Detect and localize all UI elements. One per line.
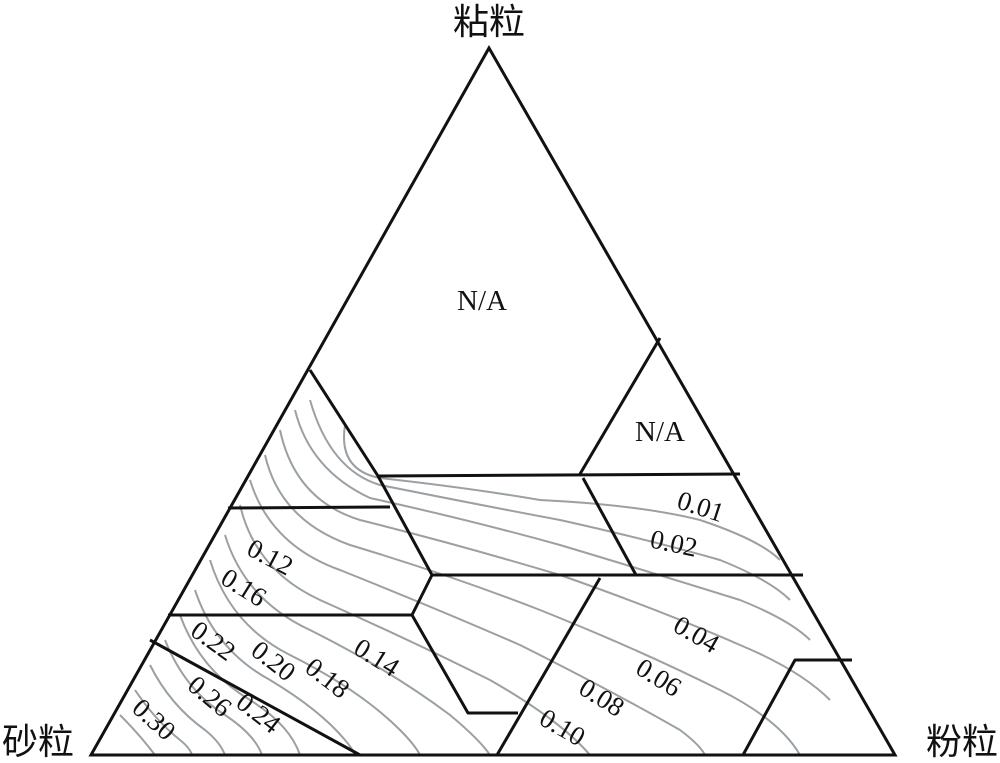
contour-label: 0.26 [182,669,237,722]
zone-boundary [376,475,434,576]
contour-label: 0.08 [574,672,630,722]
zone-boundary [149,638,361,757]
contour-line [343,424,781,561]
triangle-outline [88,44,898,757]
contour-line [149,664,226,756]
na-label-upper: N/A [457,285,507,317]
zone-boundary [227,505,391,510]
contour-label: 0.10 [535,702,591,752]
contour-label: 0.24 [231,687,287,740]
contour-line [119,714,156,756]
contour-value-labels: 0.01 0.02 0.04 0.06 0.08 0.10 0.12 0.14 … [126,485,727,752]
contour-line [134,689,193,756]
contour-line [164,639,263,756]
contour-line [179,614,301,756]
contour-line [239,504,591,756]
contour-label: 0.02 [648,524,700,563]
contour-line [209,559,421,756]
zone-boundaries [149,337,852,757]
zone-boundary [410,614,518,715]
contour-label: 0.20 [246,635,302,688]
contour-label: 0.14 [349,632,405,683]
contour-line [264,454,801,756]
contour-label: 0.18 [300,652,356,705]
contour-line [294,409,811,641]
zone-boundary [581,477,638,576]
left-corner-label: 砂粒 [2,722,74,763]
zone-boundary [168,574,434,617]
zone-boundary [578,337,662,475]
contour-line [249,479,706,756]
contour-label: 0.06 [631,652,687,702]
contour-lines [119,399,831,756]
contour-line [224,534,491,756]
na-label-right: N/A [635,416,685,448]
contour-line [309,399,791,601]
zone-boundary [741,658,852,756]
top-corner-label: 粘粒 [453,2,525,43]
contour-line [194,589,356,756]
zone-boundary [495,577,602,756]
right-corner-label: 粉粒 [926,722,998,763]
contour-label: 0.01 [674,485,728,528]
contour-label: 0.04 [669,609,725,659]
contour-label: 0.22 [185,615,241,667]
